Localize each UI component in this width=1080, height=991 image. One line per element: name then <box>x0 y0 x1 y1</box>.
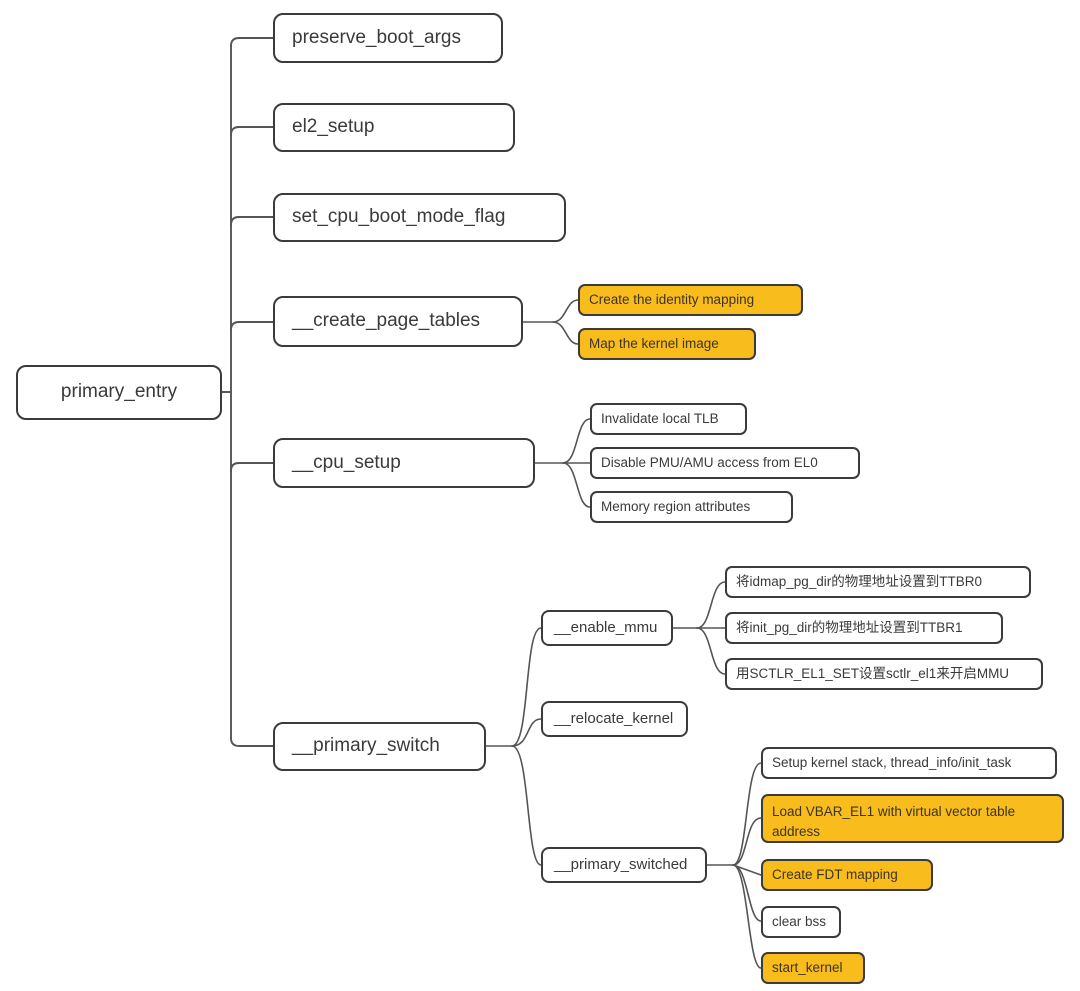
node-label: Create the identity mapping <box>589 292 755 308</box>
node-relocate-kernel[interactable]: __relocate_kernel <box>541 701 688 737</box>
connector-primaryswitch-child-2 <box>511 718 542 747</box>
connector-primaryswitch-child-3 <box>511 745 542 866</box>
node-label: Map the kernel image <box>589 336 719 352</box>
node-label: clear bss <box>772 914 827 930</box>
node-primary-entry[interactable]: primary_entry <box>16 365 222 420</box>
connector-primaryswitched-child-1 <box>732 762 762 866</box>
node-label: set_cpu_boot_mode_flag <box>292 206 506 228</box>
node-create-page-tables[interactable]: __create_page_tables <box>273 296 523 347</box>
node-label: __cpu_setup <box>292 451 401 473</box>
node-start-kernel[interactable]: start_kernel <box>761 952 865 984</box>
node-idmap-pg-dir-ttbr0[interactable]: 将idmap_pg_dir的物理地址设置到TTBR0 <box>725 566 1031 598</box>
connector-trunk-primaryswitch <box>230 737 274 747</box>
connector-trunk-cpusetup <box>230 462 274 472</box>
node-create-fdt-mapping[interactable]: Create FDT mapping <box>761 859 933 891</box>
node-label: start_kernel <box>772 960 843 976</box>
node-label: __primary_switch <box>292 735 440 757</box>
node-primary-switched[interactable]: __primary_switched <box>541 847 707 883</box>
node-set-cpu-boot-mode-flag[interactable]: set_cpu_boot_mode_flag <box>273 193 566 242</box>
node-enable-mmu[interactable]: __enable_mmu <box>541 610 673 646</box>
node-sctlr-el1-set-enable-mmu[interactable]: 用SCTLR_EL1_SET设置sctlr_el1来开启MMU <box>725 658 1043 690</box>
connector-primaryswitched-child-4 <box>732 864 762 922</box>
node-label: __enable_mmu <box>554 619 658 637</box>
connector-cpusetup-child-1 <box>562 418 591 464</box>
connector-creatept-child-2 <box>552 321 579 345</box>
node-setup-kernel-stack[interactable]: Setup kernel stack, thread_info/init_tas… <box>761 747 1057 779</box>
node-primary-switch[interactable]: __primary_switch <box>273 722 486 771</box>
node-create-identity-mapping[interactable]: Create the identity mapping <box>578 284 803 316</box>
connector-trunk-preserve <box>230 37 274 47</box>
connector-trunk-el2 <box>230 126 274 136</box>
node-el2-setup[interactable]: el2_setup <box>273 103 515 152</box>
node-label: __primary_switched <box>554 856 688 874</box>
node-label: primary_entry <box>60 381 178 403</box>
connector-creatept-child-1 <box>552 299 579 323</box>
connector-primaryswitched-child-5 <box>732 864 762 969</box>
node-label: Memory region attributes <box>601 499 751 515</box>
connector-enablemmu-child-1 <box>696 581 726 629</box>
node-map-kernel-image[interactable]: Map the kernel image <box>578 328 756 360</box>
connector-trunk-creatept <box>230 321 274 331</box>
node-label: __relocate_kernel <box>554 710 674 728</box>
node-clear-bss[interactable]: clear bss <box>761 906 841 938</box>
node-label: Disable PMU/AMU access from EL0 <box>601 455 818 471</box>
node-cpu-setup[interactable]: __cpu_setup <box>273 438 535 488</box>
node-label: Invalidate local TLB <box>601 411 719 427</box>
node-label: __create_page_tables <box>292 310 481 332</box>
node-invalidate-local-tlb[interactable]: Invalidate local TLB <box>590 403 747 435</box>
connector-primaryswitched-child-3 <box>732 864 762 876</box>
node-label: preserve_boot_args <box>292 26 461 48</box>
node-label: 用SCTLR_EL1_SET设置sctlr_el1来开启MMU <box>736 666 1010 682</box>
connector-primaryswitched-child-2 <box>732 817 762 866</box>
node-memory-region-attributes[interactable]: Memory region attributes <box>590 491 793 523</box>
node-preserve-boot-args[interactable]: preserve_boot_args <box>273 13 503 63</box>
node-init-pg-dir-ttbr1[interactable]: 将init_pg_dir的物理地址设置到TTBR1 <box>725 612 1003 644</box>
node-label: el2_setup <box>292 116 375 138</box>
connector-cpusetup-child-3 <box>562 462 591 508</box>
connector-enablemmu-child-3 <box>696 627 726 675</box>
connector-trunk-setcpu <box>230 216 274 226</box>
node-label: 将init_pg_dir的物理地址设置到TTBR1 <box>736 620 963 636</box>
node-label: Setup kernel stack, thread_info/init_tas… <box>772 755 1012 771</box>
node-disable-pmu-amu-access[interactable]: Disable PMU/AMU access from EL0 <box>590 447 860 479</box>
node-load-vbar-el1[interactable]: Load VBAR_EL1 with virtual vector table … <box>761 794 1064 843</box>
connector-primaryswitch-child-1 <box>511 627 542 747</box>
node-label: Load VBAR_EL1 with virtual vector table … <box>772 804 1016 839</box>
node-label: 将idmap_pg_dir的物理地址设置到TTBR0 <box>736 574 983 590</box>
node-label: Create FDT mapping <box>772 867 898 883</box>
